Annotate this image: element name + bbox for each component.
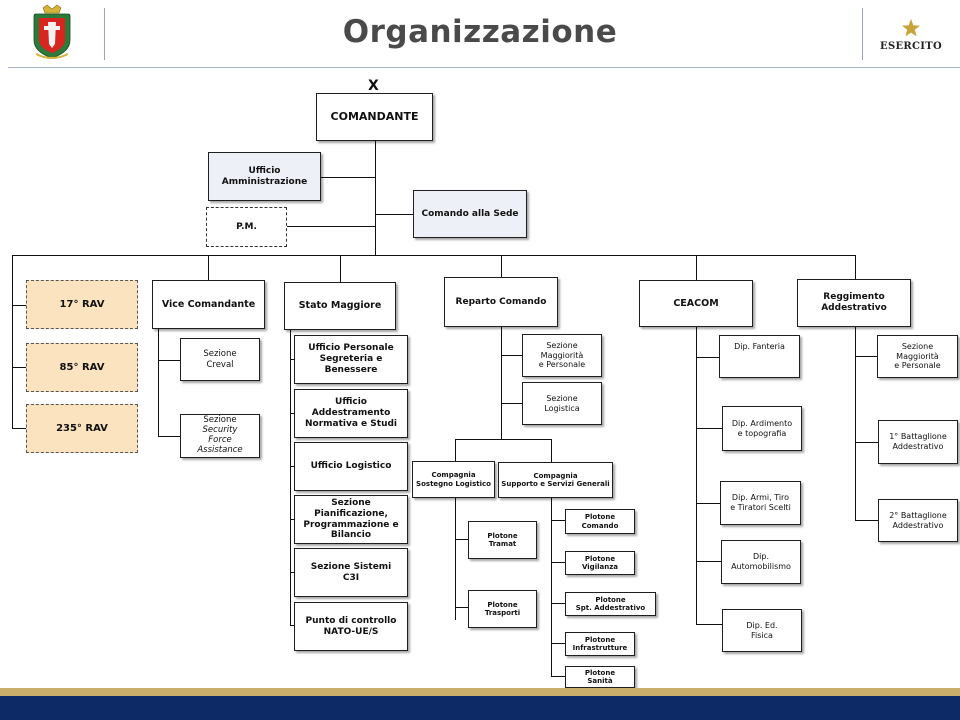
node-compagnia-supporto: Compagnia Supporto e Servizi Generali xyxy=(498,462,613,498)
header-divider-right xyxy=(862,8,863,60)
node-rg-sezione-maggiorita: Sezione Maggiorità e Personale xyxy=(877,335,958,378)
node-plotone-tramat: Plotone Tramat xyxy=(468,521,537,559)
node-vice-comandante: Vice Comandante xyxy=(152,280,265,329)
sezione-security-label: Sezione xyxy=(203,415,237,426)
node-reparto-comando: Reparto Comando xyxy=(444,277,558,327)
node-plotone-spt-addestrativo: Plotone Spt. Addestrativo xyxy=(565,592,656,616)
node-pm: P.M. xyxy=(206,207,287,247)
node-ufficio-addestramento: Ufficio Addestramento Normativa e Studi xyxy=(294,389,408,438)
node-ceacom: CEACOM xyxy=(639,280,753,327)
node-plotone-trasporti: Plotone Trasporti xyxy=(468,590,537,628)
node-stato-maggiore: Stato Maggiore xyxy=(284,282,396,330)
node-punto-controllo: Punto di controllo NATO-UE/S xyxy=(294,602,408,651)
crest-emblem-icon xyxy=(33,4,71,59)
node-reggimento-addestrativo: Reggimento Addestrativo xyxy=(797,279,911,327)
node-sezione-security: Sezione Security Force Assistance xyxy=(180,414,260,458)
node-compagnia-sostegno: Compagnia Sostegno Logistico xyxy=(412,461,495,498)
node-dip-armi: Dip. Armi, Tiro e Tiratori Scelti xyxy=(720,481,801,525)
node-1-battaglione: 1° Battaglione Addestrativo xyxy=(878,420,958,464)
node-plotone-infrastrutture: Plotone Infrastrutture xyxy=(565,632,635,656)
node-235-rav: 235° RAV xyxy=(26,404,138,453)
star-icon xyxy=(902,19,920,37)
node-sezione-pianificazione: Sezione Pianificazione, Programmazione e… xyxy=(294,495,408,544)
node-dip-ed-fisica: Dip. Ed. Fisica xyxy=(722,609,802,652)
esercito-logo: ESERCITO xyxy=(880,18,942,58)
node-dip-ardimento: Dip. Ardimento e topografia xyxy=(722,406,802,451)
node-plotone-vigilanza: Plotone Vigilanza xyxy=(565,551,635,575)
army-crest xyxy=(30,4,74,62)
node-ufficio-logistico: Ufficio Logistico xyxy=(294,442,408,491)
node-17-rav: 17° RAV xyxy=(26,280,138,329)
footer-gold-band xyxy=(0,688,960,696)
node-sezione-creval: Sezione Creval xyxy=(180,338,260,381)
node-plotone-comando: Plotone Comando xyxy=(565,509,635,534)
sezione-security-subtitle: Security Force Assistance xyxy=(197,425,243,455)
esercito-label: ESERCITO xyxy=(880,41,942,52)
node-comando-sede: Comando alla Sede xyxy=(413,190,527,238)
node-rc-sezione-logistica: Sezione Logistica xyxy=(522,382,602,425)
page-title: Organizzazione xyxy=(342,14,618,50)
header-divider-left xyxy=(104,8,105,60)
node-2-battaglione: 2° Battaglione Addestrativo xyxy=(878,499,958,542)
node-plotone-sanita: Plotone Sanità xyxy=(565,666,635,688)
footer-navy-band xyxy=(0,696,960,720)
node-ufficio-personale: Ufficio Personale Segreteria e Benessere xyxy=(294,335,408,384)
node-ufficio-amministrazione: Ufficio Amministrazione xyxy=(208,152,321,201)
node-85-rav: 85° RAV xyxy=(26,343,138,392)
unit-level-symbol: X xyxy=(368,78,379,94)
node-sezione-sistemi: Sezione Sistemi C3I xyxy=(294,548,408,597)
node-comandante: COMANDANTE xyxy=(316,93,433,141)
node-dip-automobilismo: Dip. Automobilismo xyxy=(721,540,801,584)
header-rule xyxy=(8,67,960,68)
node-rc-sezione-maggiorita: Sezione Maggiorità e Personale xyxy=(522,334,602,377)
node-dip-fanteria: Dip. Fanteria xyxy=(719,335,800,378)
